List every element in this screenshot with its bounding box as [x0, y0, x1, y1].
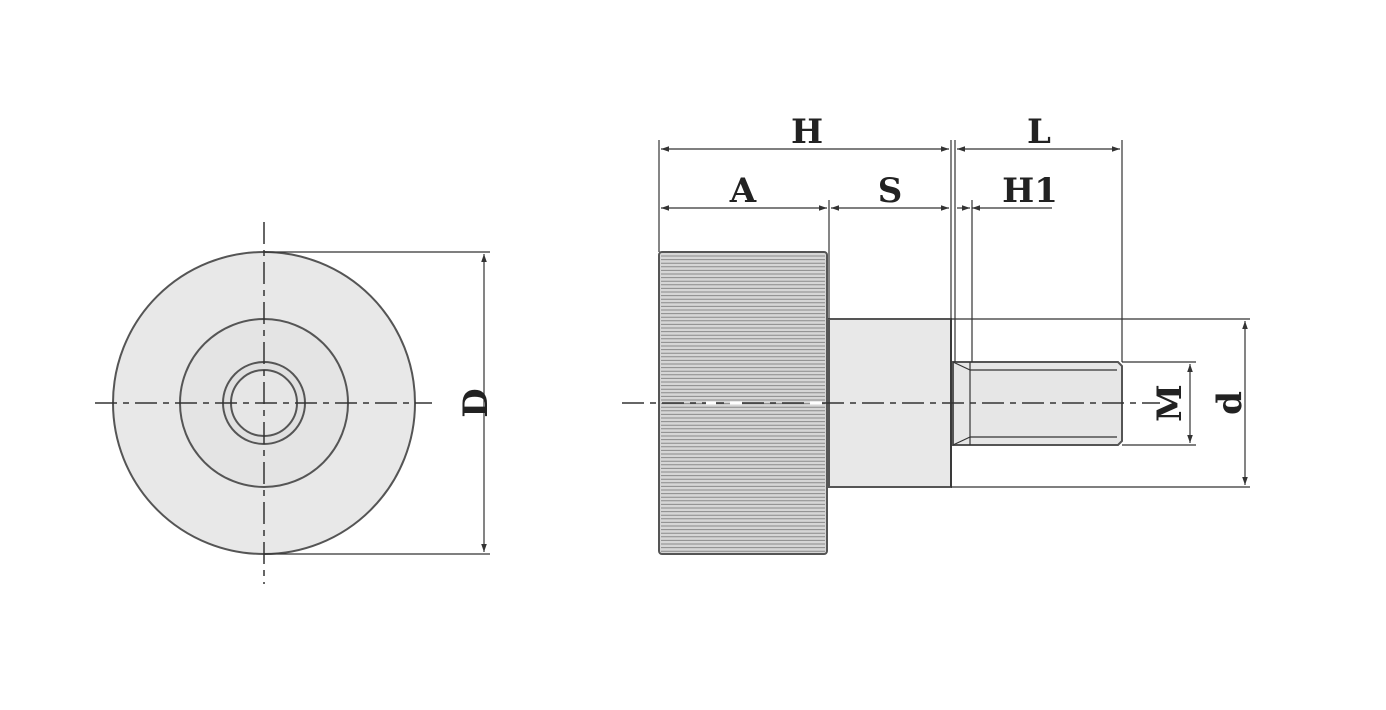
label-M: M — [1150, 384, 1190, 422]
thread-chamfer-bottom — [952, 436, 971, 446]
knurl-lines — [661, 255, 825, 552]
label-D: D — [456, 388, 496, 417]
label-S: S — [878, 171, 903, 211]
label-L: L — [1027, 112, 1051, 152]
front-view: D — [95, 222, 496, 584]
side-view: H L A S H1 M d — [622, 112, 1250, 555]
label-H1: H1 — [1002, 171, 1058, 211]
label-H: H — [791, 112, 823, 152]
label-A: A — [729, 171, 757, 211]
label-d: d — [1210, 391, 1250, 415]
thread-chamfer-top — [952, 361, 971, 371]
